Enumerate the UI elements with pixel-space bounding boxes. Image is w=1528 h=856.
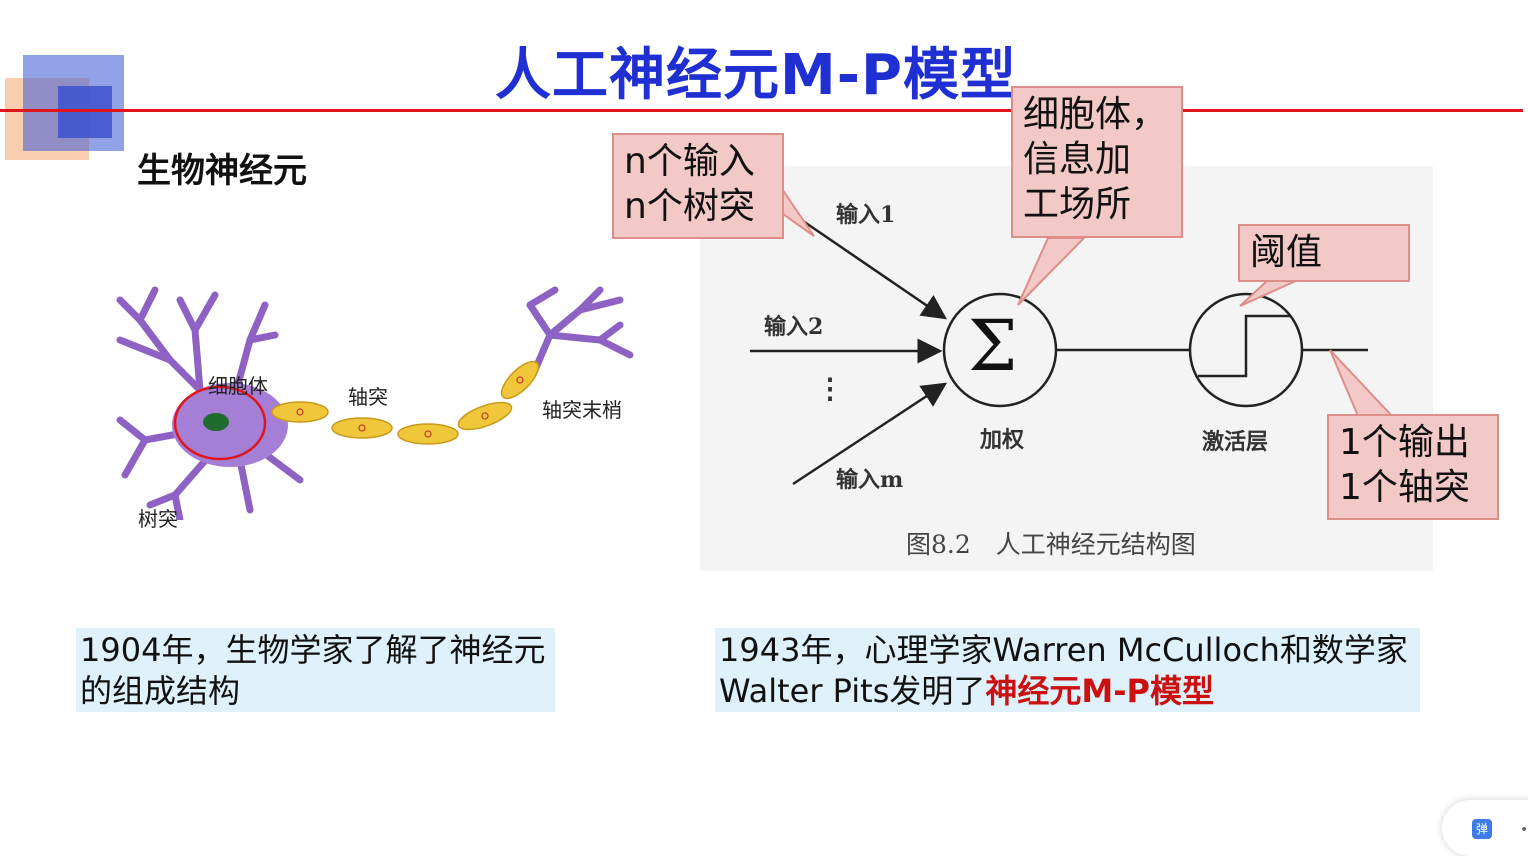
callout-inputs-line-1: n个输入: [624, 141, 755, 182]
input-ellipsis: ⋮: [816, 372, 844, 405]
more-dot-icon[interactable]: •: [1520, 822, 1528, 838]
callout-soma-line-1: 细胞体，: [1023, 94, 1168, 135]
callout-output-line-1: 1个输出: [1339, 422, 1470, 463]
dendrite-label: 树突: [138, 507, 178, 531]
sum-symbol: Σ: [968, 305, 1018, 387]
callout-soma: 细胞体， 信息加 工场所: [1011, 86, 1183, 238]
callout-inputs-line-2: n个树突: [624, 186, 755, 227]
callout-output: 1个输出 1个轴突: [1327, 414, 1499, 520]
artificial-neuron-diagram: [750, 219, 1368, 486]
neuron-illustration: [116, 286, 634, 520]
note-mp-model: 1943年，心理学家Warren McCulloch和数学家Walter Pit…: [715, 628, 1420, 712]
callout-threshold-text: 阈值: [1250, 232, 1323, 273]
danmu-button[interactable]: 弹: [1472, 819, 1492, 839]
slide-title: 人工神经元M-P模型: [495, 43, 1018, 108]
callout-soma-line-3: 工场所: [1023, 184, 1132, 225]
input-2-label: 输入2: [764, 314, 824, 340]
callout-threshold: 阈值: [1238, 224, 1410, 282]
diagram-caption: 图8.2 人工神经元结构图: [906, 530, 1196, 559]
axon-label: 轴突: [348, 385, 388, 409]
callout-inputs: n个输入 n个树突: [612, 133, 784, 239]
note-biology: 1904年，生物学家了解了神经元的组成结构: [76, 628, 555, 712]
callout-soma-line-2: 信息加: [1023, 139, 1132, 180]
danmu-widget[interactable]: 弹 •: [1442, 800, 1528, 856]
section-heading: 生物神经元: [137, 151, 307, 191]
input-1-label: 输入1: [836, 202, 896, 228]
weight-label: 加权: [980, 427, 1025, 453]
note-mp-model-text: 1943年，心理学家Warren McCulloch和数学家Walter Pit…: [719, 631, 1408, 710]
input-m-label: 输入m: [836, 467, 904, 493]
callout-output-line-2: 1个轴突: [1339, 467, 1470, 508]
title-rule: [0, 109, 1523, 112]
axon-terminal-label: 轴突末梢: [542, 398, 622, 422]
decor-square-dark-blue: [58, 86, 112, 138]
activation-label: 激活层: [1202, 429, 1269, 455]
soma-label: 细胞体: [208, 374, 268, 398]
note-mp-model-highlight: 神经元M-P模型: [985, 672, 1214, 710]
